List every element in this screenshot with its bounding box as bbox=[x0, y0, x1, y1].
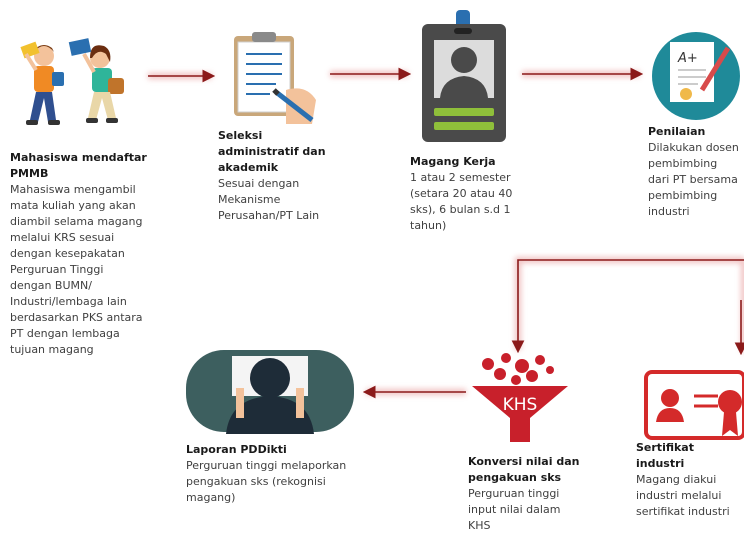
step-description: 1 atau 2 semester (setara 20 atau 40 sks… bbox=[410, 171, 513, 232]
step-students: Mahasiswa mendaftar PMMB Mahasiswa menga… bbox=[10, 150, 150, 358]
step-title: Konversi nilai dan pengakuan sks bbox=[468, 455, 580, 484]
id-badge-icon bbox=[422, 10, 506, 142]
step-title: Penilaian bbox=[648, 125, 706, 138]
step-description: Perguruan tinggi melaporkan pengakuan sk… bbox=[186, 459, 347, 504]
arrow-4 bbox=[511, 259, 744, 354]
khs-funnel-icon: KHS bbox=[472, 353, 568, 442]
step-title: Seleksi administratif dan akademik bbox=[218, 129, 326, 174]
graded-paper-icon: A+ bbox=[652, 32, 740, 120]
step-description: Mahasiswa mengambil mata kuliah yang aka… bbox=[10, 183, 143, 356]
step-title: Sertifikat industri bbox=[636, 441, 694, 470]
step-description: Sesuai dengan Mekanisme Perusahan/PT Lai… bbox=[218, 177, 320, 222]
step-conversion: Konversi nilai dan pengakuan sks Perguru… bbox=[468, 454, 588, 534]
laptop-user-icon bbox=[186, 350, 354, 434]
certificate-icon bbox=[644, 370, 744, 440]
step-description: Perguruan tinggi input nilai dalam KHS bbox=[468, 487, 561, 532]
svg-text:A+: A+ bbox=[677, 51, 698, 66]
clipboard-icon bbox=[234, 32, 316, 124]
step-certificate: Sertifikat industri Magang diakui indust… bbox=[636, 440, 744, 520]
step-title: Mahasiswa mendaftar PMMB bbox=[10, 151, 147, 180]
step-title: Magang Kerja bbox=[410, 155, 496, 168]
svg-text:KHS: KHS bbox=[503, 395, 538, 415]
step-report: Laporan PDDikti Perguruan tinggi melapor… bbox=[186, 442, 366, 506]
step-assessment: Penilaian Dilakukan dosen pembimbing dar… bbox=[648, 124, 744, 220]
step-description: Dilakukan dosen pembimbing dari PT bersa… bbox=[648, 141, 739, 218]
step-internship: Magang Kerja 1 atau 2 semester (setara 2… bbox=[410, 154, 520, 234]
students-icon bbox=[20, 38, 124, 125]
step-title: Laporan PDDikti bbox=[186, 443, 287, 456]
step-description: Magang diakui industri melalui sertifika… bbox=[636, 473, 730, 518]
step-selection: Seleksi administratif dan akademik Sesua… bbox=[218, 128, 338, 224]
